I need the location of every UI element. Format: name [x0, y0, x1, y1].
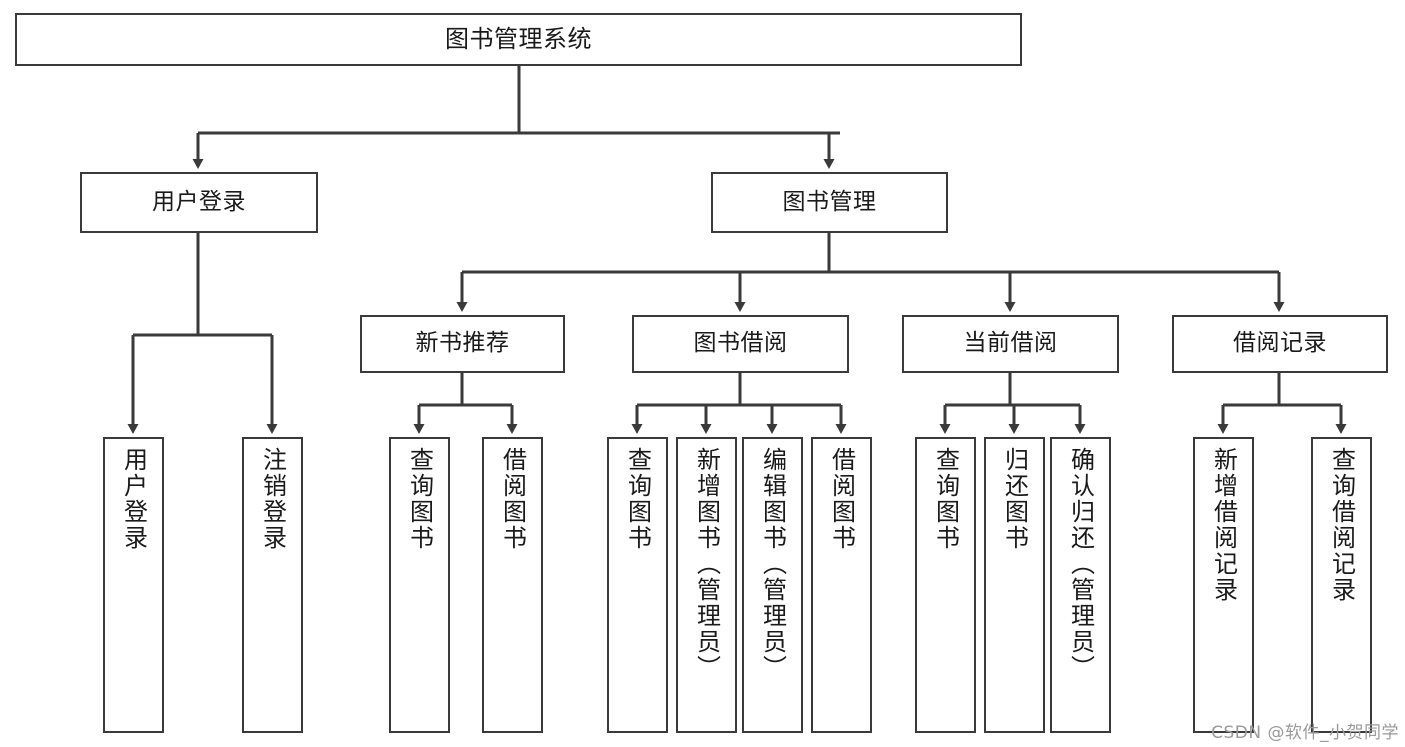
- node-leaf-logout[interactable]: 注销登录: [242, 437, 303, 733]
- node-leaf-query-book-2[interactable]: 查询图书: [607, 437, 668, 733]
- node-leaf-query-record[interactable]: 查询借阅记录: [1311, 437, 1372, 733]
- node-leaf-add-book-label: 新增图书（管理员）: [692, 447, 721, 681]
- node-book-manage[interactable]: 图书管理: [711, 172, 948, 233]
- node-user-login-label: 用户登录: [152, 188, 246, 215]
- node-borrow-record-label: 借阅记录: [1233, 330, 1327, 357]
- node-leaf-edit-book-label: 编辑图书（管理员）: [758, 447, 787, 681]
- node-leaf-edit-book[interactable]: 编辑图书（管理员）: [742, 437, 803, 733]
- node-book-borrow[interactable]: 图书借阅: [632, 315, 849, 373]
- node-leaf-query-book-3-label: 查询图书: [931, 447, 960, 551]
- node-leaf-borrow-book-2[interactable]: 借阅图书: [811, 437, 872, 733]
- node-leaf-borrow-book-1-label: 借阅图书: [498, 447, 527, 551]
- node-leaf-query-book-1-label: 查询图书: [405, 447, 434, 551]
- node-leaf-return-book[interactable]: 归还图书: [984, 437, 1045, 733]
- node-leaf-query-book-2-label: 查询图书: [623, 447, 652, 551]
- node-leaf-query-book-1[interactable]: 查询图书: [389, 437, 450, 733]
- node-current-borrow[interactable]: 当前借阅: [902, 315, 1119, 373]
- node-borrow-record[interactable]: 借阅记录: [1172, 315, 1388, 373]
- node-book-borrow-label: 图书借阅: [693, 330, 788, 357]
- node-leaf-confirm-return-label: 确认归还（管理员）: [1066, 447, 1095, 681]
- node-book-manage-label: 图书管理: [782, 188, 877, 215]
- node-root-label: 图书管理系统: [445, 25, 592, 54]
- node-leaf-logout-label: 注销登录: [258, 447, 287, 551]
- node-leaf-borrow-book-1[interactable]: 借阅图书: [482, 437, 543, 733]
- node-leaf-add-record-label: 新增借阅记录: [1209, 447, 1238, 603]
- node-leaf-query-record-label: 查询借阅记录: [1327, 447, 1356, 603]
- node-leaf-user-login[interactable]: 用户登录: [103, 437, 164, 733]
- node-user-login[interactable]: 用户登录: [80, 172, 318, 233]
- node-leaf-add-book[interactable]: 新增图书（管理员）: [676, 437, 737, 733]
- node-leaf-user-login-label: 用户登录: [119, 447, 148, 551]
- node-new-book-rec[interactable]: 新书推荐: [360, 315, 565, 373]
- node-leaf-borrow-book-2-label: 借阅图书: [827, 447, 856, 551]
- node-current-borrow-label: 当前借阅: [963, 330, 1058, 357]
- node-leaf-confirm-return[interactable]: 确认归还（管理员）: [1050, 437, 1111, 733]
- node-leaf-add-record[interactable]: 新增借阅记录: [1193, 437, 1254, 733]
- node-leaf-query-book-3[interactable]: 查询图书: [915, 437, 976, 733]
- node-root[interactable]: 图书管理系统: [15, 13, 1022, 66]
- node-leaf-return-book-label: 归还图书: [1000, 447, 1029, 551]
- node-new-book-rec-label: 新书推荐: [415, 330, 510, 357]
